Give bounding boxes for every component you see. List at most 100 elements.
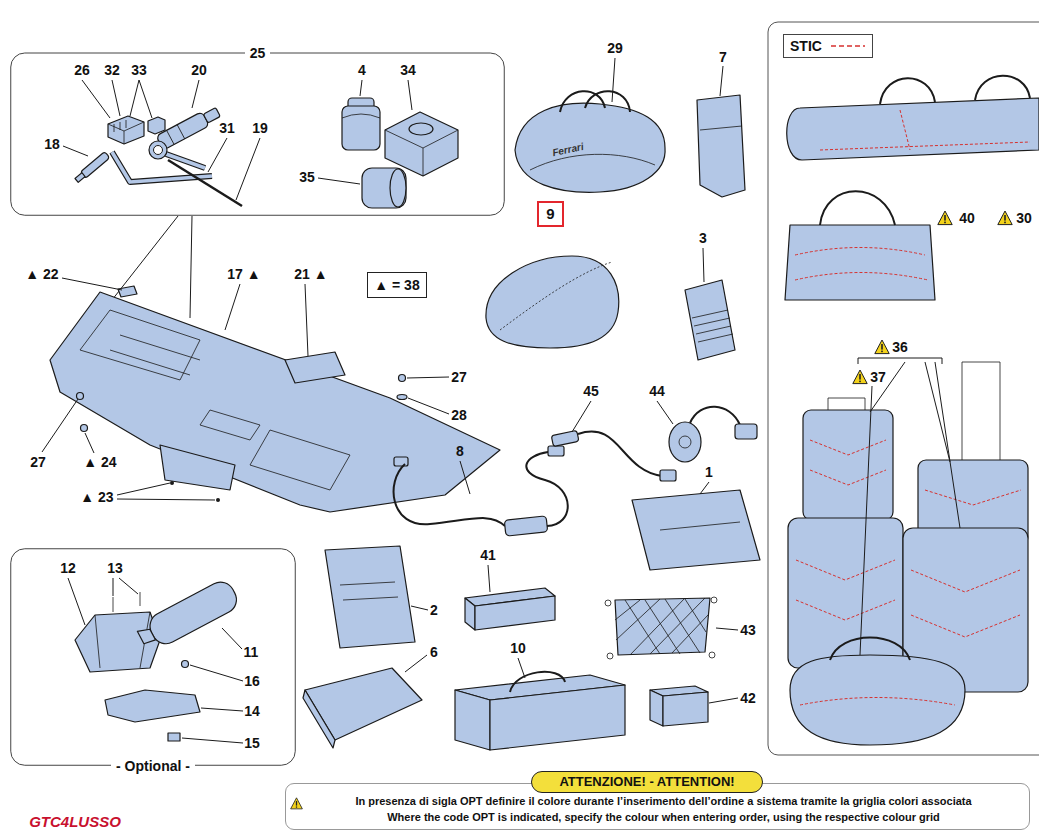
- legend-swatch-line: [831, 45, 865, 47]
- trunk-panel: [118, 286, 137, 297]
- callout-number: 25: [245, 44, 271, 62]
- callout-number: ▲ = 38: [374, 277, 419, 293]
- trunk-panel: [50, 286, 500, 512]
- callout-number: 14: [244, 703, 260, 719]
- callout-number: 10: [510, 640, 526, 656]
- callout-number: 27: [451, 369, 467, 385]
- label-anchor: 29: [607, 40, 623, 56]
- legend-swatch: [830, 40, 866, 52]
- callout-number: 12: [60, 560, 76, 576]
- fire-extinguisher: [145, 577, 241, 648]
- label-anchor: 2: [430, 602, 438, 618]
- luggage-panel: [790, 655, 965, 745]
- tool-kit-parts: [154, 146, 163, 155]
- callout-number: 29: [607, 40, 623, 56]
- luggage-panel: [768, 22, 1039, 755]
- callout-number: 4: [358, 62, 366, 78]
- label-anchor: ▲ 24: [83, 454, 116, 470]
- label-anchor: 27: [451, 369, 467, 385]
- tool-kit-parts: [149, 141, 167, 159]
- leader-lines: [42, 278, 449, 500]
- documents-and-cases: [325, 546, 415, 648]
- tool-kit-parts: [390, 169, 406, 207]
- charging-cables: [394, 457, 408, 466]
- charging-cables: [504, 516, 547, 536]
- label-anchor: 15: [244, 735, 260, 751]
- callout-number: 44: [649, 383, 665, 399]
- fire-extinguisher: [75, 577, 241, 741]
- label-anchor: 17 ▲: [227, 266, 260, 282]
- leader-lines: [63, 80, 412, 200]
- charging-cables: [394, 464, 505, 526]
- documents-and-cases: [607, 653, 613, 659]
- label-anchor: 42: [740, 690, 756, 706]
- trunk-panel: [170, 481, 174, 485]
- callout-number: 35: [299, 169, 315, 185]
- leader-lines: [42, 58, 738, 743]
- tool-kit-parts: [75, 173, 85, 183]
- label-anchor: 1: [705, 464, 713, 480]
- car-bags: [486, 256, 619, 348]
- callout-number: 43: [740, 622, 756, 638]
- charging-cables: [735, 424, 757, 439]
- callout-number: 6: [430, 644, 438, 660]
- callout-number: 41: [480, 547, 496, 563]
- callout-number: - Optional -: [111, 758, 195, 774]
- callout-number: 36: [892, 339, 908, 355]
- label-anchor: 12: [60, 560, 76, 576]
- callout-number: 11: [244, 644, 259, 660]
- documents-and-cases: [510, 672, 565, 692]
- callout-number: 21 ▲: [294, 266, 327, 282]
- charging-cables: [669, 422, 701, 462]
- trunk-panel: [285, 352, 345, 383]
- callout-number: 9: [546, 206, 554, 222]
- tool-kit-parts: [167, 125, 185, 145]
- documents-and-cases: [663, 692, 708, 726]
- label-anchor: 4: [358, 62, 366, 78]
- leader-lines: [405, 401, 738, 703]
- luggage-panel: [925, 490, 1021, 505]
- highlight-box: 9: [537, 201, 564, 227]
- attention-icon: [291, 798, 303, 809]
- callout-number: 32: [104, 62, 120, 78]
- trunk-panel: [397, 395, 407, 400]
- callout-number: 30: [1016, 210, 1032, 226]
- callout-number: ▲ 24: [83, 454, 116, 470]
- tool-kit-parts: [168, 160, 242, 206]
- documents-and-cases: [475, 596, 555, 630]
- trunk-panel: [77, 393, 84, 400]
- callout-number: 18: [44, 136, 60, 152]
- luggage-panel: [803, 410, 893, 520]
- luggage-panel: [875, 340, 889, 354]
- attention-box: In presenza di sigla OPT definire il col…: [285, 783, 1030, 830]
- label-anchor: 8: [456, 443, 464, 459]
- trunk-panel: [81, 425, 88, 432]
- car-bags: [685, 280, 735, 360]
- luggage-panel: [795, 248, 928, 281]
- callout-number: 42: [740, 690, 756, 706]
- documents-and-cases: [660, 522, 740, 530]
- callout-number: ▲ 23: [80, 489, 113, 505]
- luggage-panel: [962, 362, 1000, 460]
- car-bags: [500, 262, 612, 330]
- label-anchor: 45: [583, 383, 599, 399]
- documents-and-cases: [605, 600, 611, 606]
- fire-extinguisher: [75, 612, 160, 672]
- label-anchor: 35: [299, 169, 315, 185]
- luggage-panel: [853, 370, 867, 384]
- label-anchor: ▲ 23: [80, 489, 113, 505]
- callout-number: 34: [400, 62, 416, 78]
- luggage-panel: [796, 560, 895, 620]
- luggage-panel: [820, 110, 1030, 150]
- label-anchor: Ferrari: [551, 139, 585, 161]
- car-bags: [560, 91, 630, 112]
- callout-number: ▲ 22: [25, 266, 58, 282]
- label-anchor: ▲ 22: [25, 266, 58, 282]
- note-text: In presenza di sigla OPT definire il col…: [355, 793, 971, 809]
- label-anchor: 27: [30, 454, 46, 470]
- fire-extinguisher: [137, 626, 155, 646]
- tool-kit-parts: [148, 117, 165, 134]
- car-bags: [697, 95, 745, 197]
